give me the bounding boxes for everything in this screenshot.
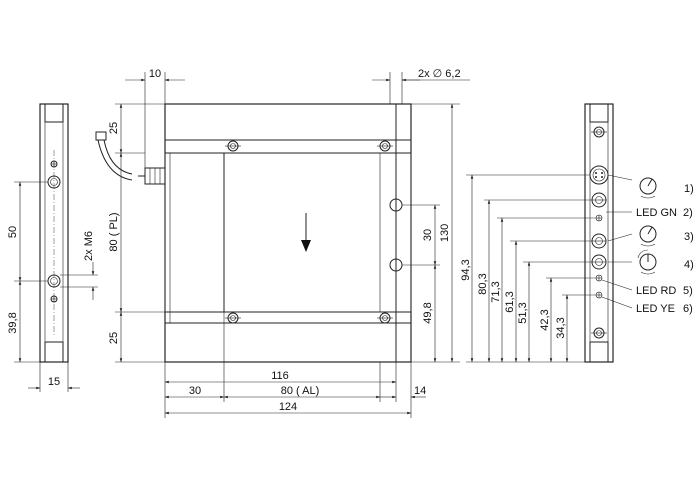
dim-30-bottom: 30: [189, 385, 201, 397]
screw-top-right: [377, 140, 393, 152]
led-green: [595, 214, 603, 222]
dim-34-3: 34,3: [555, 317, 567, 338]
dim-10: 10: [149, 68, 161, 80]
dim-2x-dia-6-2: 2x ∅ 6,2: [418, 68, 461, 80]
dim-80-3: 80,3: [477, 273, 489, 294]
front-view: 10 2x ∅ 6,2 25 80 ( PL) 25 30 49,8 130: [95, 68, 470, 418]
dim-94-3: 94,3: [460, 259, 472, 280]
legend-2: 2): [683, 207, 693, 219]
dim-42-3: 42,3: [539, 309, 551, 330]
dim-116: 116: [271, 370, 289, 382]
left-screw-top: [50, 160, 58, 168]
dim-124: 124: [279, 401, 297, 413]
right-screw-top: [591, 126, 607, 138]
dim-61-3: 61,3: [504, 291, 516, 312]
dim-14: 14: [414, 385, 426, 397]
potentiometer-icon: [639, 177, 657, 199]
dim-71-3: 71,3: [490, 281, 502, 302]
left-screw-bottom: [50, 295, 58, 303]
dim-25-top: 25: [108, 122, 120, 134]
legend-5: 5): [683, 285, 693, 297]
right-side-view: 94,3 80,3 71,3 61,3 51,3 42,3 34,3: [460, 103, 694, 363]
dim-2x-m6: 2x M6: [83, 231, 95, 261]
legend-led-ye: LED YE: [636, 303, 675, 315]
dim-39-8: 39,8: [7, 312, 19, 333]
screw-bottom-left: [225, 312, 241, 324]
dim-50: 50: [7, 226, 19, 238]
legend-3: 3): [684, 231, 694, 243]
legend-led-rd: LED RD: [636, 285, 676, 297]
dim-49-8: 49,8: [422, 302, 434, 323]
screw-bottom-right: [377, 312, 393, 324]
legend-4: 4): [684, 259, 694, 271]
led-red: [595, 274, 603, 282]
dim-15: 15: [48, 376, 60, 388]
dim-130: 130: [439, 224, 451, 242]
dim-80-pl: 80 ( PL): [108, 212, 120, 251]
left-side-view: 50 39,8 2x M6 15: [7, 103, 98, 392]
screw-top-left: [225, 140, 241, 152]
right-screw-bottom: [591, 327, 607, 339]
potentiometer-icon-2: [639, 225, 657, 247]
dim-30: 30: [422, 229, 434, 241]
legend-1: 1): [684, 183, 694, 195]
dim-80-al: 80 ( AL): [281, 385, 320, 397]
direction-arrow-icon: [301, 213, 311, 252]
legend-6: 6): [683, 303, 693, 315]
rotary-switch-icon: [637, 249, 657, 275]
dim-25-bottom: 25: [108, 332, 120, 344]
cable-connector: [95, 131, 166, 185]
legend-led-gn: LED GN: [636, 207, 677, 219]
dim-51-3: 51,3: [517, 302, 529, 323]
led-yellow: [595, 291, 603, 299]
